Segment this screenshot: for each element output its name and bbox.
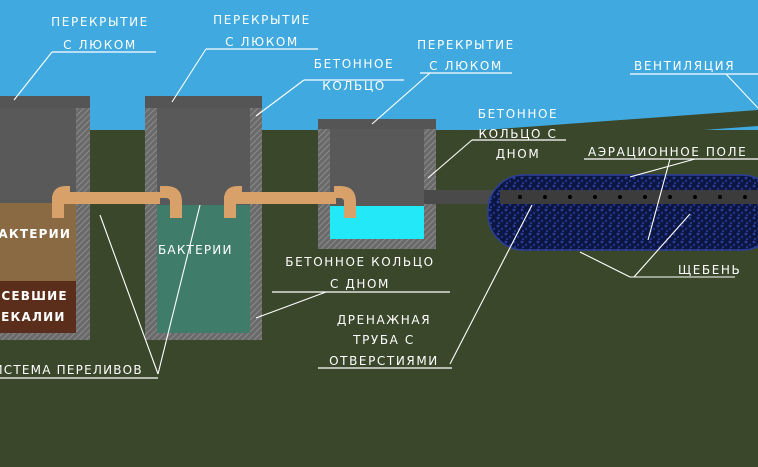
label-concrete-ring-line1: БЕТОННОЕ [314, 57, 394, 71]
label-overflow-system-text: СИСТЕМА ПЕРЕЛИВОВ [0, 363, 143, 377]
outlet-pipe [424, 190, 504, 204]
tank-1 [0, 96, 90, 340]
label-gravel-text: ЩЕБЕНЬ [678, 263, 741, 277]
label-cover-2-line2: С ЛЮКОМ [225, 35, 299, 49]
leader-lines [13, 48, 758, 375]
tank-2-liquid [157, 205, 250, 333]
label-cover-2: ПЕРЕКРЫТИЕ С ЛЮКОМ [206, 13, 318, 50]
overflow-pipes [52, 186, 356, 218]
label-ring-bottom-right: БЕТОННОЕ КОЛЬЦО С ДНОМ [472, 107, 566, 161]
label-ring-bottom-right-line2: КОЛЬЦО С [479, 127, 558, 141]
label-ring-bottom-mid-line2: С ДНОМ [330, 277, 390, 291]
label-aeration-field: АЭРАЦИОННОЕ ПОЛЕ [584, 145, 758, 160]
label-ventilation: ВЕНТИЛЯЦИЯ [630, 59, 758, 75]
label-drain-pipe-line1: ДРЕНАЖНАЯ [337, 313, 431, 327]
label-cover-1-line2: С ЛЮКОМ [63, 38, 137, 52]
label-drain-pipe: ДРЕНАЖНАЯ ТРУБА С ОТВЕРСТИЯМИ [318, 313, 452, 369]
label-cover-3-line2: С ЛЮКОМ [429, 59, 503, 73]
sky [0, 0, 758, 130]
label-ring-bottom-mid: БЕТОННОЕ КОЛЬЦО С ДНОМ [272, 255, 450, 293]
tank-1-liquid [0, 203, 76, 281]
label-bacteria-tank-2: БАКТЕРИИ [158, 243, 233, 257]
label-cover-1-line1: ПЕРЕКРЫТИЕ [51, 15, 149, 29]
label-cover-3-line1: ПЕРЕКРЫТИЕ [417, 38, 515, 52]
label-drain-pipe-line3: ОТВЕРСТИЯМИ [329, 354, 439, 368]
label-settled-feces-line2: ФЕКАЛИИ [0, 310, 66, 324]
label-overflow-system: СИСТЕМА ПЕРЕЛИВОВ [0, 363, 158, 379]
tank-2 [145, 96, 262, 340]
label-ring-bottom-right-line1: БЕТОННОЕ [478, 107, 558, 121]
drain-pipe [500, 190, 758, 204]
label-settled-feces-line1: ОСЕВШИЕ [0, 289, 68, 303]
tank-1-sludge [0, 281, 76, 333]
label-cover-3: ПЕРЕКРЫТИЕ С ЛЮКОМ [417, 38, 515, 74]
label-cover-2-line1: ПЕРЕКРЫТИЕ [213, 13, 311, 27]
label-ring-bottom-mid-line1: БЕТОННОЕ КОЛЬЦО [285, 255, 434, 269]
label-drain-pipe-line2: ТРУБА С [352, 333, 415, 347]
label-concrete-ring-line2: КОЛЬЦО [322, 79, 386, 93]
label-bacteria-tank-1: БАКТЕРИИ [0, 227, 71, 241]
label-gravel: ЩЕБЕНЬ [678, 263, 741, 277]
label-cover-1: ПЕРЕКРЫТИЕ С ЛЮКОМ [51, 15, 156, 53]
label-concrete-ring: БЕТОННОЕ КОЛЬЦО [304, 57, 404, 93]
aeration-field [487, 174, 758, 251]
tank-3 [318, 119, 436, 249]
label-ring-bottom-right-line3: ДНОМ [496, 147, 541, 161]
label-aeration-field-text: АЭРАЦИОННОЕ ПОЛЕ [588, 145, 747, 159]
label-ventilation-text: ВЕНТИЛЯЦИЯ [634, 59, 735, 73]
